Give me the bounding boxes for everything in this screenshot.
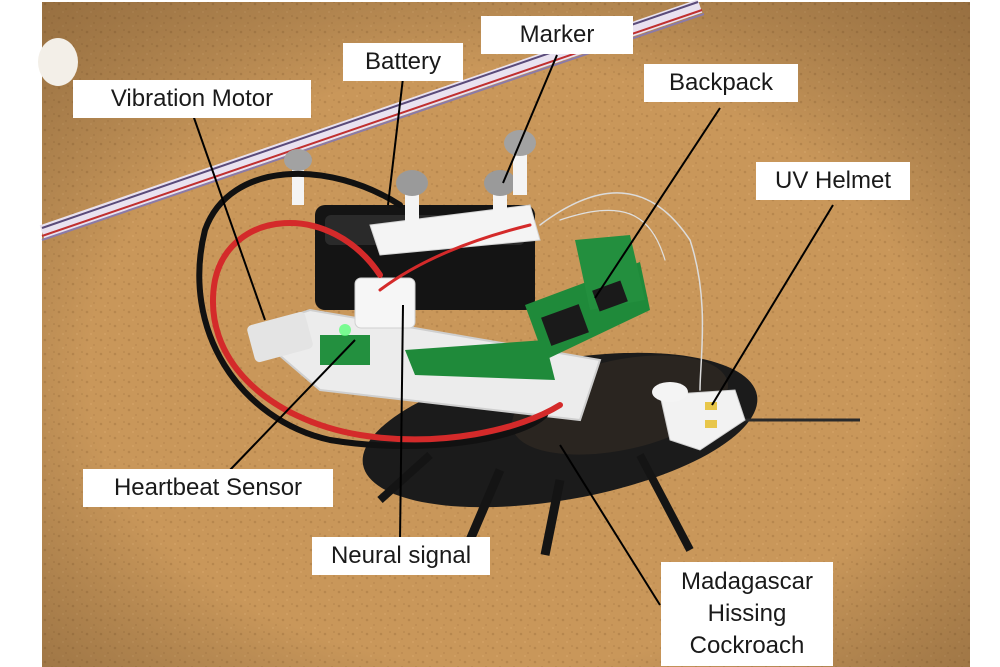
label-cockroach-line1: Madagascar	[680, 568, 814, 595]
label-neural-signal: Neural signal	[312, 537, 490, 575]
label-cockroach: Madagascar Hissing Cockroach	[661, 562, 833, 666]
wires	[196, 170, 704, 449]
label-backpack: Backpack	[644, 64, 798, 102]
leader-neural-signal	[399, 304, 404, 541]
label-cockroach-line2: Hissing	[707, 600, 787, 627]
leader-battery	[387, 77, 404, 206]
label-uv-helmet: UV Helmet	[756, 162, 910, 200]
leader-backpack	[594, 107, 721, 299]
leader-vibration-motor	[192, 114, 266, 321]
label-marker: Marker	[481, 16, 633, 54]
label-heartbeat-sensor: Heartbeat Sensor	[83, 469, 333, 507]
label-battery: Battery	[343, 43, 463, 81]
leader-cockroach	[559, 444, 661, 606]
uv-helmet	[652, 382, 746, 451]
leader-heartbeat-sensor	[229, 339, 356, 471]
label-cockroach-line3: Cockroach	[689, 632, 805, 659]
connector-housing	[354, 277, 416, 329]
label-vibration-motor: Vibration Motor	[73, 80, 311, 118]
background-fuzz	[38, 38, 78, 86]
leader-uv-helmet	[711, 204, 834, 406]
leader-lines	[192, 54, 834, 606]
leader-marker	[502, 54, 558, 184]
